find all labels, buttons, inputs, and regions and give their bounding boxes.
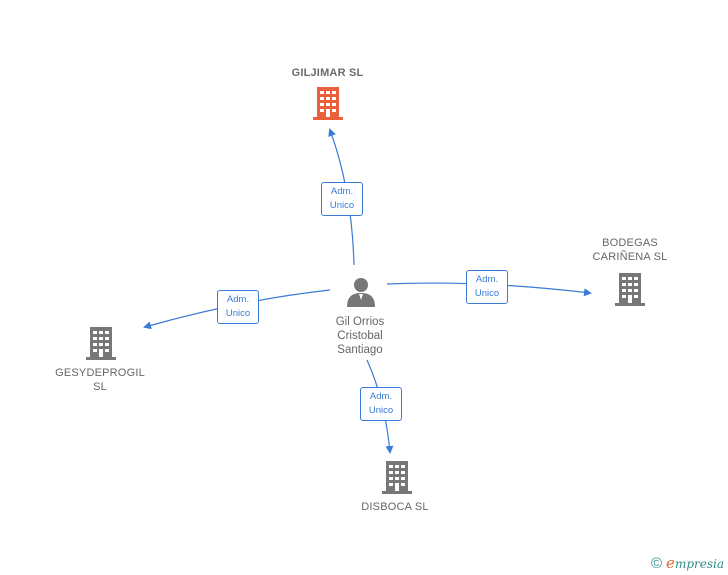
empresia-logo[interactable]: empresia (666, 554, 724, 572)
building-icon[interactable] (85, 326, 117, 365)
role-badge-giljimar[interactable]: Adm. Unico (321, 182, 363, 216)
company-label-gesydeprogil[interactable]: GESYDEPROGIL SL (55, 367, 145, 393)
copyright-icon: © (650, 554, 663, 572)
company-label-giljimar[interactable]: GILJIMAR SL (291, 67, 364, 79)
building-icon[interactable] (381, 460, 413, 499)
role-badge-bodegas[interactable]: Adm. Unico (466, 270, 508, 304)
company-label-disboca[interactable]: DISBOCA SL (361, 501, 429, 513)
person-node[interactable] (320, 276, 402, 308)
building-icon[interactable] (614, 272, 646, 311)
role-badge-gesydeprogil[interactable]: Adm. Unico (217, 290, 259, 324)
footer-credit: © empresia (651, 554, 724, 572)
company-label-bodegas[interactable]: BODEGAS CARIÑENA SL (592, 237, 668, 263)
role-badge-disboca[interactable]: Adm. Unico (360, 387, 402, 421)
person-name[interactable]: Gil Orrios Cristobal Santiago (335, 316, 385, 356)
building-icon[interactable] (312, 86, 344, 125)
person-icon (347, 278, 375, 307)
